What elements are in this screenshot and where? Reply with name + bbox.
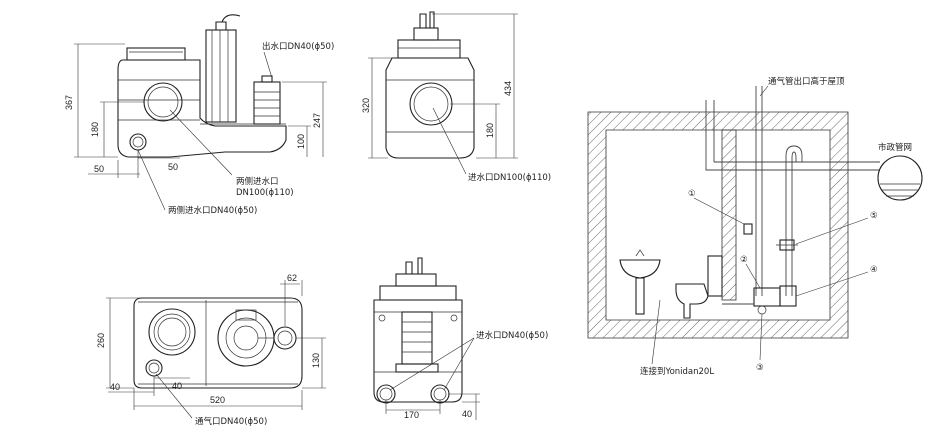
side-elevation-view: 367 180 247 100 50 50 出水口DN40(ϕ50) 两侧进水口… — [64, 14, 334, 216]
dim-260: 260 — [96, 333, 106, 348]
installation-schematic: 通气管出口高于屋顶 市政管网 ① ② ③ — [587, 76, 923, 377]
callout-4: ④ — [870, 265, 878, 275]
plan-view: 260 130 62 40 40 520 通气口DN40(ϕ50) — [96, 273, 326, 427]
dim-247: 247 — [312, 113, 322, 128]
label-side-inlet-small: 两侧进水口DN40(ϕ50) — [168, 205, 257, 216]
dim-40-right: 40 — [172, 381, 182, 391]
rear-elevation-view: 170 40 进水口DN40(ϕ50) — [373, 257, 548, 420]
dim-170: 170 — [404, 410, 419, 420]
label-municipal: 市政管网 — [878, 142, 912, 153]
label-connect: 连接到Yonidan20L — [640, 366, 714, 377]
label-outlet: 出水口DN40(ϕ50) — [262, 41, 334, 52]
label-vent-pipe: 通气管出口高于屋顶 — [768, 76, 845, 87]
label-inlet-front: 进水口DN100(ϕ110) — [468, 172, 551, 183]
front-elevation-view: 320 434 180 进水口DN100(ϕ110) — [361, 11, 551, 183]
dim-367: 367 — [64, 95, 74, 110]
callout-3: ③ — [756, 363, 764, 373]
dim-40-rear: 40 — [462, 409, 472, 419]
dim-62: 62 — [287, 273, 297, 283]
label-inlet-small: 进水口DN40(ϕ50) — [476, 330, 548, 341]
dim-40-left: 40 — [110, 382, 120, 392]
dim-520: 520 — [210, 395, 225, 405]
dim-50-right: 50 — [168, 162, 178, 172]
label-side-inlet-main-2: DN100(ϕ110) — [236, 188, 294, 198]
callout-2: ② — [740, 255, 748, 265]
callout-1: ① — [688, 189, 696, 199]
dim-434: 434 — [503, 81, 513, 96]
dim-180-front: 180 — [485, 123, 495, 138]
dim-320: 320 — [361, 98, 371, 113]
dim-130: 130 — [311, 353, 321, 368]
dim-50-left: 50 — [94, 164, 104, 174]
label-side-inlet-main-1: 两侧进水口 — [236, 176, 279, 187]
dim-180-side: 180 — [90, 122, 100, 137]
label-vent: 通气口DN40(ϕ50) — [195, 416, 267, 427]
callout-5: ⑤ — [870, 211, 878, 221]
dim-100: 100 — [296, 134, 306, 149]
